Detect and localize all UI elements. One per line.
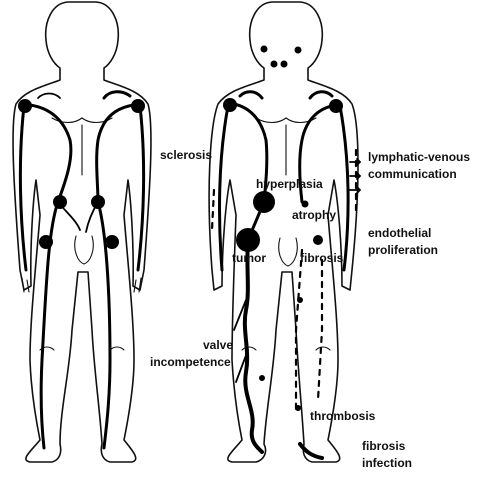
label-lv-line2: communication — [368, 167, 457, 181]
left-arm-vessel-right — [20, 106, 26, 270]
atrophy-node — [302, 201, 309, 208]
left-genitals — [75, 236, 94, 264]
left-hook-left — [38, 94, 60, 99]
fibrosis-node — [313, 235, 323, 245]
right-node-head-1 — [261, 46, 268, 53]
left-arm-vessel-left — [138, 106, 144, 270]
label-ep-line2: proliferation — [368, 243, 438, 257]
label-valve-line1: valve — [203, 338, 233, 352]
tumor-node — [236, 228, 260, 252]
right-body-outline — [209, 2, 358, 462]
label-thrombosis: thrombosis — [310, 409, 376, 423]
right-knees — [242, 347, 330, 350]
left-fingers — [22, 278, 141, 292]
label-hyperplasia: hyperplasia — [256, 177, 323, 191]
right-hook-right — [310, 92, 332, 98]
right-node-head-2 — [295, 47, 302, 54]
label-infection: infection — [362, 456, 412, 470]
left-hook-right — [104, 92, 130, 98]
thrombosis-node — [295, 405, 301, 411]
left-node-inguinal-l — [105, 235, 119, 249]
right-leg-dashes-right — [318, 260, 322, 400]
label-sclerosis: sclerosis — [160, 148, 212, 162]
label-fibrosis-mid: fibrosis — [300, 251, 344, 265]
right-hook-left — [240, 92, 262, 98]
left-body-outline — [13, 2, 151, 462]
leg-node-b — [259, 375, 265, 381]
right-sclerosis-dashes — [212, 190, 214, 230]
right-genitals — [279, 238, 298, 266]
left-node-iliac-r — [53, 195, 67, 209]
left-node-axilla-r — [18, 99, 32, 113]
right-chest-line — [256, 118, 316, 123]
label-lv-line1: lymphatic-venous — [368, 150, 470, 164]
hyperplasia-node — [253, 191, 275, 213]
right-node-axilla-l — [329, 99, 343, 113]
pathology-body-figure — [209, 2, 360, 462]
left-node-inguinal-r — [39, 235, 53, 249]
diagram-labels: sclerosis hyperplasia atrophy tumor fibr… — [150, 148, 470, 470]
label-atrophy: atrophy — [292, 208, 336, 222]
left-node-axilla-l — [131, 99, 145, 113]
label-valve-line2: incompetence — [150, 355, 231, 369]
right-node-neck — [271, 61, 278, 68]
label-fibrosis-foot: fibrosis — [362, 439, 406, 453]
normal-body-figure — [13, 2, 151, 462]
left-node-iliac-l — [91, 195, 105, 209]
label-ep-line1: endothelial — [368, 226, 431, 240]
right-leg-vessel-tortuous — [245, 240, 262, 452]
label-tumor: tumor — [232, 251, 266, 265]
right-node-neck-2 — [281, 61, 288, 68]
leg-node-a — [297, 297, 303, 303]
right-node-axilla-r — [223, 98, 237, 112]
